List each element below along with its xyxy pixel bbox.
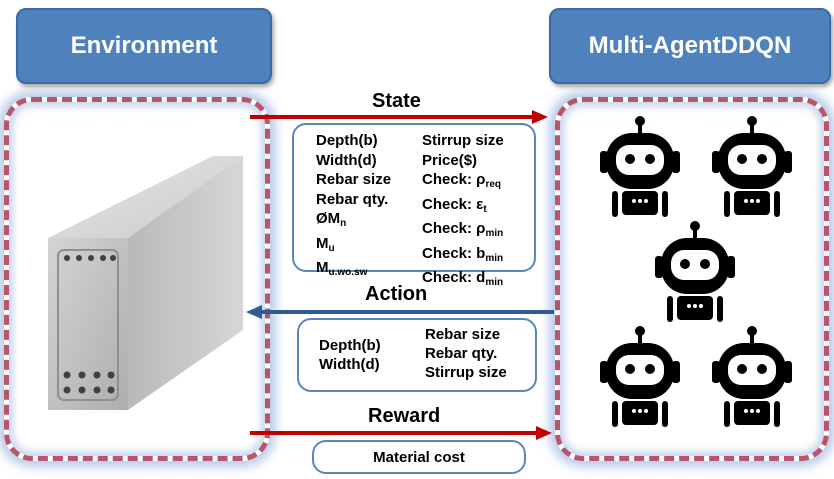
agent-title-line1: Multi-Agent <box>588 32 721 59</box>
state-right-item: Check: ρmin <box>422 219 504 244</box>
state-right-item: Check: εt <box>422 195 504 220</box>
state-left-item-main: M <box>316 259 329 276</box>
state-right-item-subscript: t <box>483 203 487 215</box>
state-right-item-main: Check: ε <box>422 195 484 213</box>
reward-box-label: Material cost <box>373 448 465 466</box>
reward-box: Material cost <box>312 440 526 474</box>
state-right-item-main: Check: d <box>422 269 486 286</box>
state-left-item: Rebar qty. <box>316 190 391 210</box>
state-left-item: Mu <box>316 234 391 259</box>
state-left-item-subscript: n <box>340 218 347 229</box>
action-right-item: Stirrup size <box>425 364 507 381</box>
action-left-column: Depth(b) Width(d) <box>319 336 381 374</box>
state-left-item-main: Rebar size <box>316 171 392 188</box>
action-label: Action <box>365 283 428 305</box>
agent-title: Multi-Agent DDQN <box>549 8 831 84</box>
state-left-item: Depth(b) <box>316 131 391 151</box>
action-right-item: Rebar size <box>425 326 501 343</box>
action-left-item: Width(d) <box>319 356 380 373</box>
state-label: State <box>372 90 421 112</box>
state-right-item-subscript: min <box>485 228 504 239</box>
state-right-item-main: Stirrup size <box>422 132 504 149</box>
robot-icon <box>600 116 680 217</box>
state-right-item: Check: dmin <box>422 268 504 293</box>
state-left-item-main: Depth(b) <box>316 132 378 149</box>
action-left-item: Depth(b) <box>319 337 381 354</box>
state-right-item-subscript: min <box>485 277 504 288</box>
reward-arrow <box>250 426 552 440</box>
state-right-item: Price($) <box>422 151 504 171</box>
state-left-item-main: Width(d) <box>316 151 377 169</box>
state-left-item-subscript: u.wo.sw <box>328 267 368 278</box>
state-arrow <box>250 110 548 124</box>
state-right-item: Check: bmin <box>422 244 504 269</box>
agent-frame <box>555 97 829 461</box>
robot-icon <box>655 221 735 322</box>
state-left-item-main: ØM <box>316 210 341 227</box>
state-left-item: ØMn <box>316 209 391 234</box>
environment-title: Environment <box>16 8 272 84</box>
state-left-item: Mu.wo.sw <box>316 258 391 283</box>
action-arrow <box>246 305 554 319</box>
state-right-item-main: Check: ρ <box>422 171 486 188</box>
state-left-item-main: Rebar qty. <box>316 190 389 208</box>
agent-title-line2: DDQN <box>720 32 792 59</box>
reward-label: Reward <box>368 405 441 427</box>
state-left-item-main: M <box>316 234 329 252</box>
state-right-item-subscript: min <box>485 252 504 264</box>
robot-icon <box>712 326 792 427</box>
state-left-item: Rebar size <box>316 170 391 190</box>
state-right-item: Stirrup size <box>422 131 504 151</box>
state-right-item-subscript: req <box>485 179 502 190</box>
concrete-beam-image <box>48 156 243 410</box>
state-left-item-subscript: u <box>328 242 335 254</box>
robot-icon <box>600 326 680 427</box>
action-right-item: Rebar qty. <box>425 345 498 362</box>
state-right-item-main: Price($) <box>422 151 478 169</box>
state-right-item: Check: ρreq <box>422 170 504 195</box>
state-right-item-main: Check: b <box>422 244 486 262</box>
state-left-item: Width(d) <box>316 151 391 171</box>
robot-icon <box>712 116 792 217</box>
state-right-item-main: Check: ρ <box>422 220 486 237</box>
robot-group <box>600 116 792 427</box>
environment-frame <box>4 97 270 461</box>
